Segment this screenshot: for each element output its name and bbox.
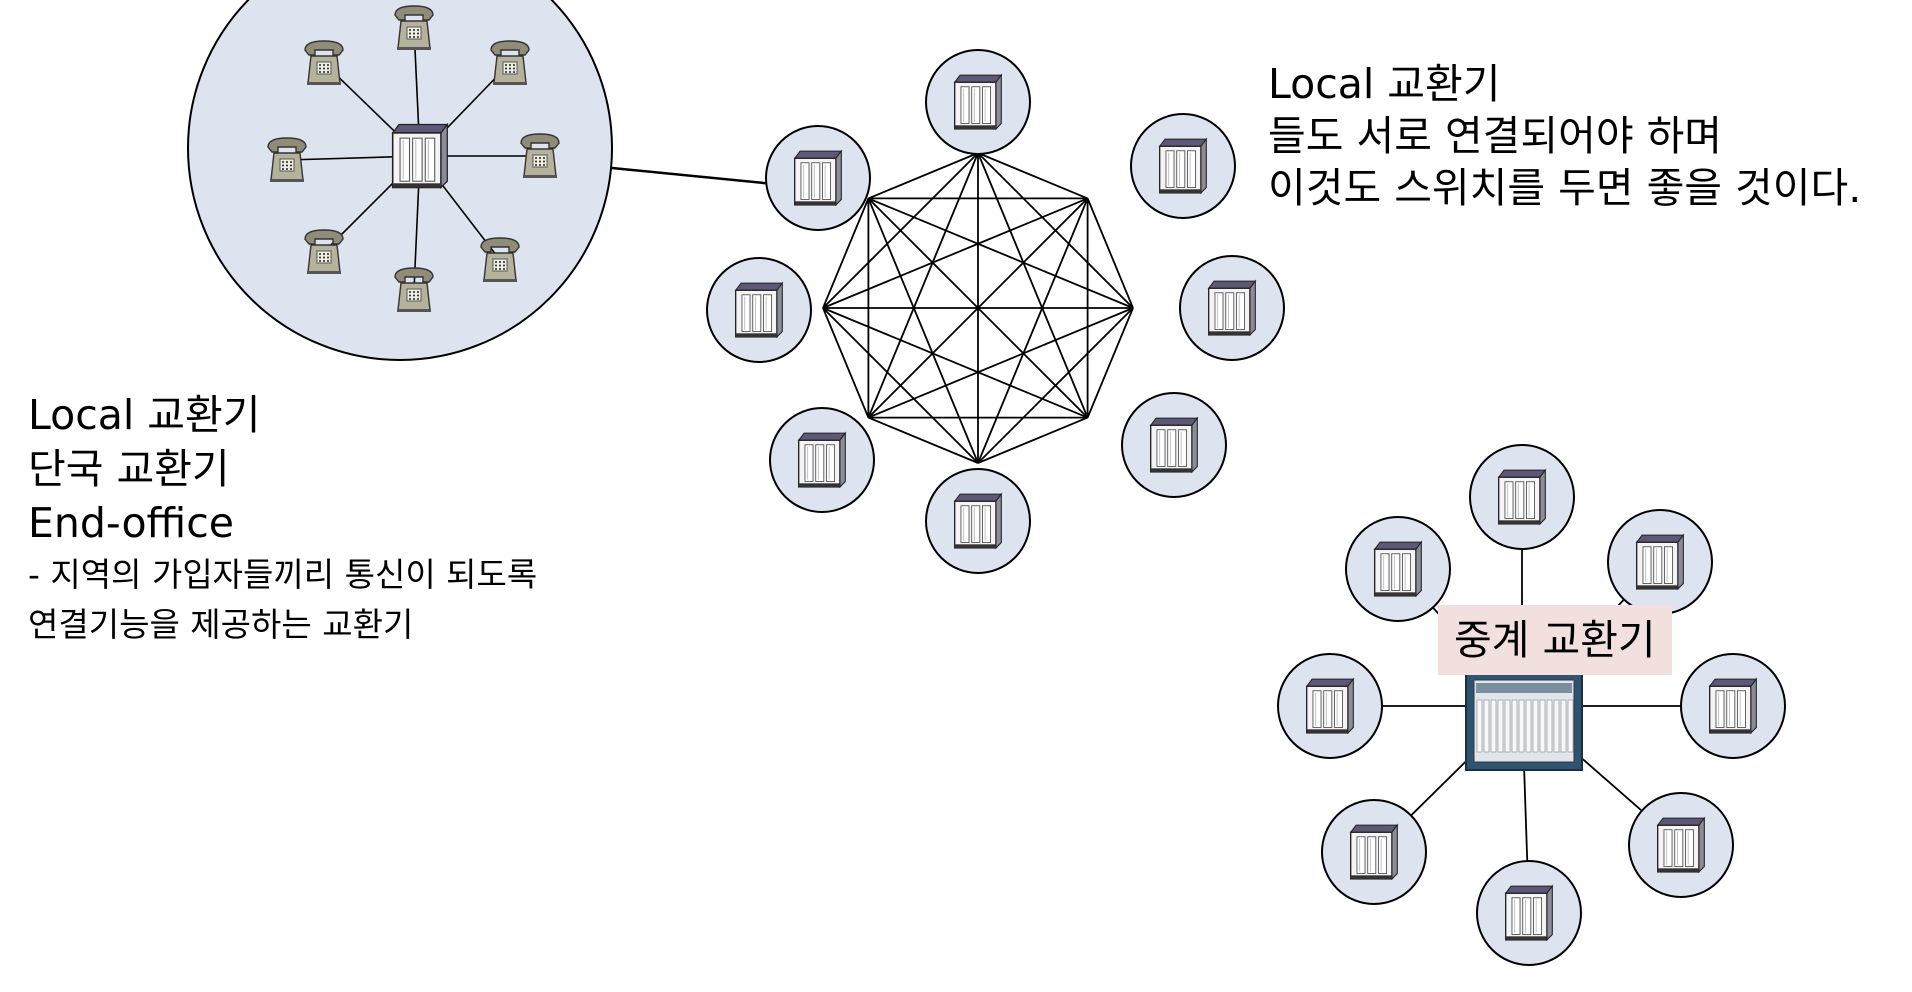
tandem-exchange-label: 중계 교환기 (1438, 605, 1672, 675)
local-exchange-node (925, 49, 1031, 155)
local-exchange-node (1469, 444, 1575, 550)
local-exchange-explanation-line2: 연결기능을 제공하는 교환기 (28, 605, 414, 644)
mesh-description-line3: 이것도 스위치를 두면 좋을 것이다. (1268, 164, 1862, 212)
mesh-link (868, 152, 979, 200)
local-exchange-node (1130, 113, 1236, 219)
telephone-icon (394, 5, 434, 50)
mesh-description-line2: 들도 서로 연결되어야 하며 (1268, 112, 1723, 160)
mesh-link (868, 416, 979, 464)
local-exchange-node (765, 125, 871, 231)
mesh-link (867, 197, 1089, 419)
mesh-link (822, 307, 1088, 419)
switch-cabinet-icon (1373, 540, 1423, 598)
telephone-icon (267, 137, 307, 182)
switch-cabinet-icon (1158, 137, 1208, 195)
local-exchange-node (1680, 653, 1786, 759)
local-exchange-node (1607, 509, 1713, 615)
mesh-link (822, 197, 1088, 309)
local-exchange-description: Local 교환기 단국 교환기 End-office - 지역의 가입자들끼리… (28, 388, 537, 650)
switch-cabinet-icon (797, 431, 847, 489)
switch-cabinet-icon (953, 73, 1003, 131)
local-exchange-node (1345, 516, 1451, 622)
switch-cabinet-icon (1504, 884, 1554, 942)
mesh-link (868, 197, 1134, 309)
switch-cabinet-icon (1305, 677, 1355, 735)
switch-cabinet-icon (1149, 416, 1199, 474)
telephone-icon (304, 40, 344, 85)
telephone-icon (480, 237, 520, 282)
switch-cabinet-icon (1635, 533, 1685, 591)
telephone-icon (490, 40, 530, 85)
mesh-link (867, 198, 979, 464)
mesh-description: Local 교환기 들도 서로 연결되어야 하며 이것도 스위치를 두면 좋을 … (1268, 58, 1861, 214)
mesh-link (867, 152, 979, 418)
local-exchange-node (1628, 792, 1734, 898)
switch-cabinet-icon (1656, 816, 1706, 874)
mesh-link (822, 307, 979, 464)
local-exchange-node (769, 407, 875, 513)
mesh-link (822, 307, 870, 418)
local-exchange-node (1476, 860, 1582, 966)
telephone-icon (394, 267, 434, 312)
mesh-link (977, 152, 1089, 418)
connection-arrow (611, 166, 785, 189)
telephone-icon (304, 229, 344, 274)
local-exchange-title: Local 교환기 (28, 391, 261, 439)
mesh-link (1086, 198, 1134, 309)
local-exchange-node (706, 257, 812, 363)
telephone-icon (520, 133, 560, 178)
end-office-korean-label: 단국 교환기 (28, 445, 230, 493)
local-exchange-node (925, 468, 1031, 574)
switch-cabinet-icon (1349, 823, 1399, 881)
mesh-link (977, 198, 1089, 464)
mesh-link (977, 416, 1088, 464)
local-exchange-node (1277, 653, 1383, 759)
switch-cabinet-icon (953, 492, 1003, 550)
switch-cabinet-icon (1497, 468, 1547, 526)
local-exchange-cluster (187, 0, 613, 361)
full-mesh-network (706, 49, 1285, 574)
tandem-star-network (1277, 444, 1786, 966)
mesh-link (822, 198, 870, 309)
local-exchange-node (1321, 799, 1427, 905)
switch-cabinet-icon (1708, 677, 1758, 735)
switch-cabinet-icon (734, 281, 784, 339)
local-exchange-node (1121, 392, 1227, 498)
switch-cabinet-icon (793, 149, 843, 207)
mesh-link (868, 307, 1134, 419)
mesh-link (977, 152, 1088, 200)
end-office-label: End-office (28, 499, 234, 547)
local-exchange-explanation-line1: - 지역의 가입자들끼리 통신이 되도록 (28, 555, 538, 594)
switch-cabinet-icon (391, 122, 449, 190)
rack-switch-icon (1465, 671, 1583, 771)
mesh-link (1086, 307, 1134, 418)
mesh-description-line1: Local 교환기 (1268, 60, 1501, 108)
switch-cabinet-icon (1207, 279, 1257, 337)
local-exchange-node (1179, 255, 1285, 361)
